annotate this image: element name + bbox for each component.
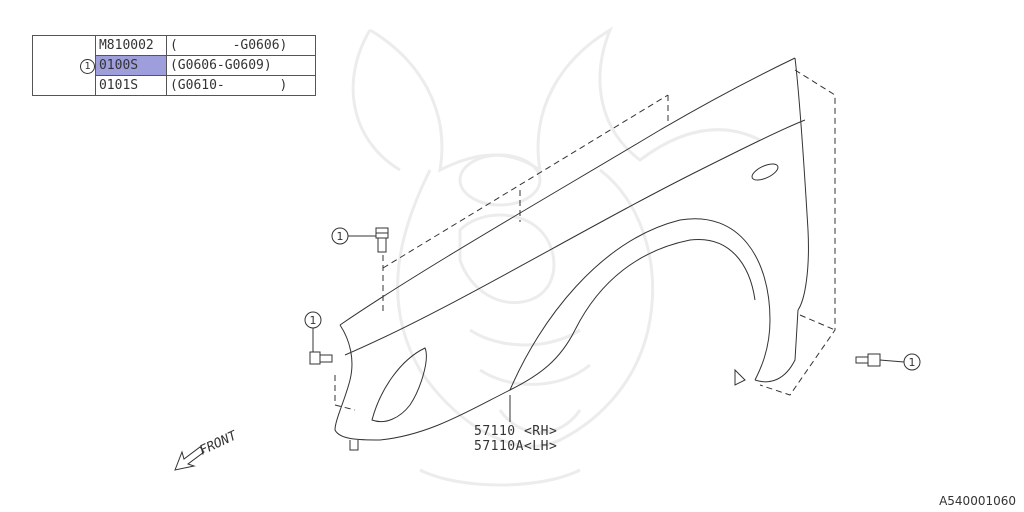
ref-circle: 1 [79,59,95,74]
callout-rear: 1 [879,353,921,371]
table-row: 0100S (G0606-G0609) [33,55,316,76]
part-range: ( -G0606) [165,35,316,56]
part-label-lh: 57110A<LH> [474,439,558,454]
part-range: (G0606-G0609) [165,55,316,76]
part-label-rh: 57110 <RH> [474,424,558,439]
callout-front: 1 [304,311,322,352]
parts-table: 1 M810002 ( -G0606) 0100S (G0606-G0609) … [32,35,316,96]
bolt-rear [855,353,881,367]
bolt-front [309,351,333,365]
part-number: 0101S [94,75,167,96]
front-label: FRONT [197,428,240,459]
diagram-code: A540001060 [939,494,1016,508]
mounting-guides [334,69,836,411]
svg-text:1: 1 [337,230,344,243]
svg-text:1: 1 [909,356,916,369]
svg-text:1: 1 [310,314,317,327]
callout-top: 1 [331,227,376,245]
part-number: M810002 [94,35,167,56]
table-row: 0101S (G0610- ) [33,75,316,96]
front-arrow-icon [174,446,205,471]
fender-outline [334,57,809,451]
table-ref-cell: 1 [32,35,96,96]
table-row: 1 M810002 ( -G0606) [32,35,316,96]
bolt-top [375,227,389,253]
part-number-highlighted[interactable]: 0100S [94,55,167,76]
part-range: (G0610- ) [165,75,316,96]
watermark-emblem [351,26,761,487]
